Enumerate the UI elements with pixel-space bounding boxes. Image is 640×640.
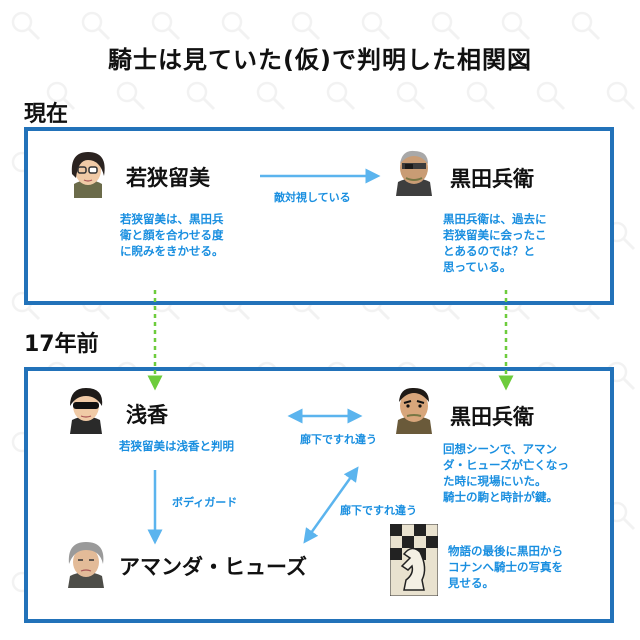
relation-pass-amanda-kuroda: 廊下ですれ違う bbox=[340, 504, 417, 517]
amanda-portrait bbox=[64, 538, 108, 588]
magnifier-icon bbox=[253, 78, 287, 112]
magnifier-icon bbox=[8, 8, 42, 42]
kuroda-note-past: 回想シーンで、アマン ダ・ヒューズが亡くなっ た時に現場にいた。 騎士の駒と時計… bbox=[443, 442, 569, 504]
magnifier-icon bbox=[148, 8, 182, 42]
magnifier-icon bbox=[288, 8, 322, 42]
magnifier-icon bbox=[78, 8, 112, 42]
magnifier-icon bbox=[393, 78, 427, 112]
magnifier-icon bbox=[218, 8, 252, 42]
relation-bodyguard: ボディガード bbox=[172, 496, 238, 509]
knight-photo bbox=[389, 523, 439, 597]
page-title: 騎士は見ていた(仮)で判明した相関図 bbox=[108, 46, 532, 74]
asaka-note: 若狭留美は浅香と判明 bbox=[119, 439, 234, 453]
magnifier-icon bbox=[43, 78, 77, 112]
kuroda-name-past: 黒田兵衛 bbox=[450, 405, 534, 429]
kuroda-portrait-present bbox=[392, 146, 436, 196]
asaka-name: 浅香 bbox=[126, 403, 168, 427]
amanda-name: アマンダ・ヒューズ bbox=[119, 555, 307, 579]
kuroda-note-present: 黒田兵衛は、過去に 若狭留美に会ったこ とあるのでは？と 思っている。 bbox=[443, 212, 547, 274]
relation-pass-asaka-kuroda: 廊下ですれ違う bbox=[300, 433, 377, 446]
asaka-portrait bbox=[64, 384, 108, 434]
magnifier-icon bbox=[323, 78, 357, 112]
wakasa-name-present: 若狭留美 bbox=[126, 166, 210, 190]
wakasa-portrait bbox=[66, 148, 110, 198]
magnifier-icon bbox=[498, 8, 532, 42]
magnifier-icon bbox=[568, 8, 602, 42]
section-label-present: 現在 bbox=[24, 102, 69, 127]
section-label-past: 17年前 bbox=[24, 332, 99, 357]
present-box bbox=[24, 127, 614, 305]
kuroda-name-present: 黒田兵衛 bbox=[450, 167, 534, 191]
magnifier-icon bbox=[358, 8, 392, 42]
knight-note: 物語の最後に黒田から コナンへ騎士の写真を 見せる。 bbox=[448, 544, 563, 590]
magnifier-icon bbox=[603, 78, 637, 112]
magnifier-icon bbox=[428, 8, 462, 42]
magnifier-icon bbox=[533, 78, 567, 112]
magnifier-icon bbox=[463, 78, 497, 112]
kuroda-portrait-past bbox=[392, 384, 436, 434]
magnifier-icon bbox=[183, 78, 217, 112]
relation-hostile: 敵対視している bbox=[274, 191, 351, 204]
wakasa-note-present: 若狭留美は、黒田兵 衛と顔を合わせる度 に睨みをきかせる。 bbox=[120, 212, 224, 258]
magnifier-icon bbox=[113, 78, 147, 112]
